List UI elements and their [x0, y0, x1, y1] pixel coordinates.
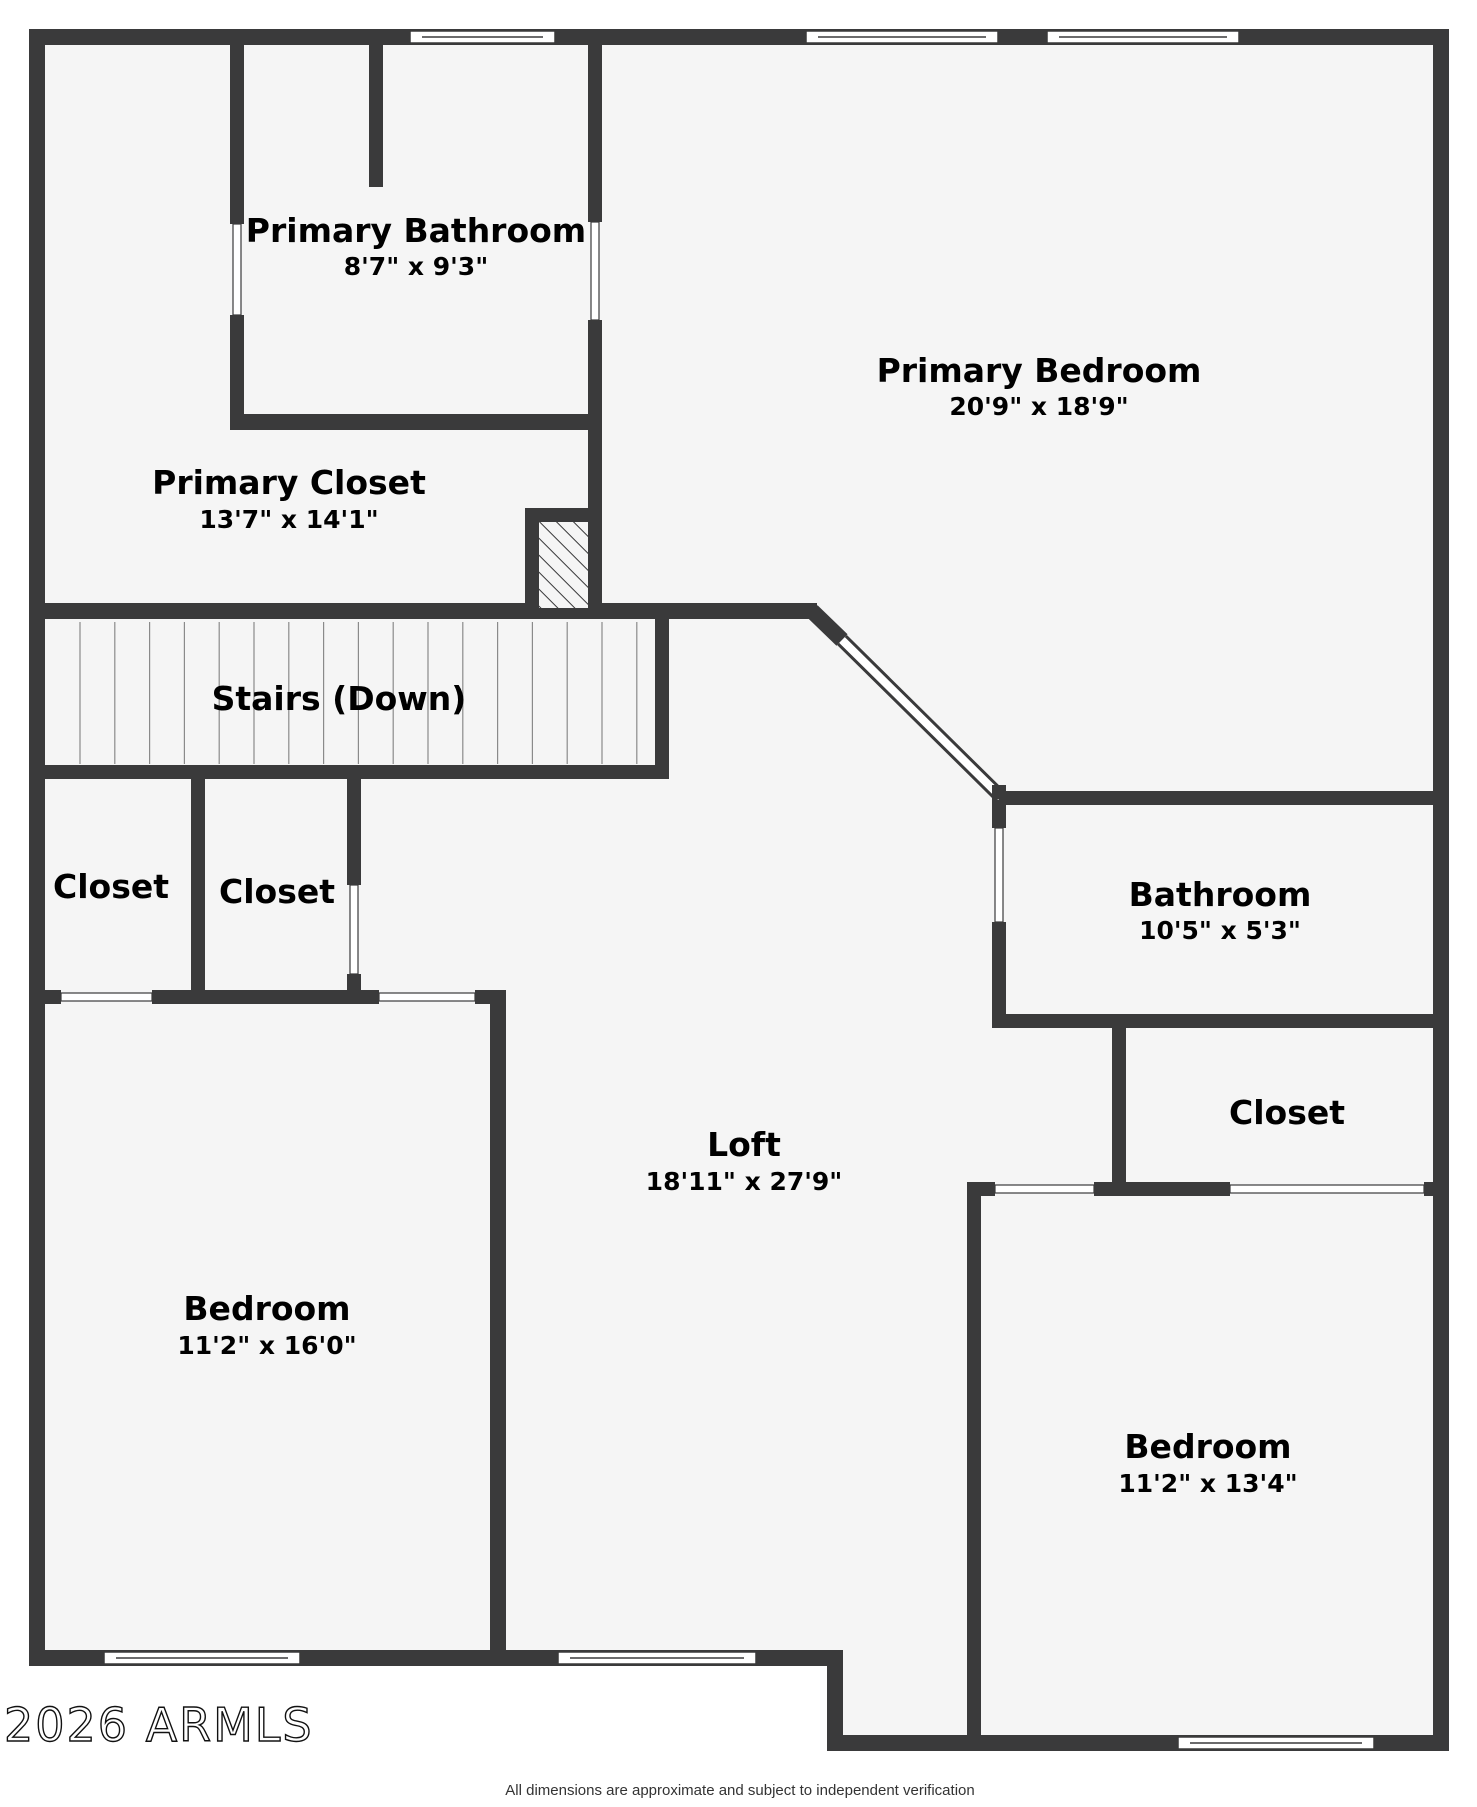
door-right-closet	[1229, 1184, 1425, 1194]
bathroom-wall-bottom	[992, 1014, 1433, 1028]
primary-bedroom-wall-bottom	[992, 791, 1433, 805]
window-bottom-loft	[557, 1651, 757, 1665]
window-bottom-right-bedroom	[1177, 1736, 1375, 1750]
room-dims: 11'2" x 13'4"	[1118, 1469, 1297, 1498]
room-name: Bathroom	[1129, 875, 1312, 914]
door-closet-2	[349, 884, 359, 975]
windows	[103, 30, 1375, 1750]
primary-bathroom-wall-bottom	[230, 414, 602, 430]
room-dims: 10'5" x 5'3"	[1139, 916, 1301, 945]
room-dims: 18'11" x 27'9"	[646, 1167, 843, 1196]
room-labels: Primary Bathroom 8'7" x 9'3" Primary Bed…	[53, 211, 1345, 1498]
right-closet-wall-left	[1112, 1014, 1126, 1196]
room-name: Loft	[707, 1125, 781, 1164]
diagonal-opening	[837, 635, 1006, 802]
door-primary-bathroom-left	[232, 223, 242, 316]
closets-wall-bottom-a	[35, 990, 61, 1004]
room-name: Primary Bedroom	[877, 351, 1202, 390]
door-right-bedroom	[994, 1184, 1095, 1194]
closet-1-wall-right	[191, 779, 205, 1000]
stair-treads	[79, 622, 638, 764]
chase-wall-top	[525, 508, 602, 522]
door-primary-bathroom-right	[590, 221, 600, 321]
room-name: Closet	[219, 872, 335, 911]
right-closet-wall-bottom-c	[1424, 1182, 1433, 1196]
door-bathroom	[994, 827, 1004, 923]
primary-bathroom-wall-left-upper	[230, 38, 244, 224]
stairs-wall-bottom	[35, 765, 669, 779]
outer-wall-left	[29, 29, 45, 1666]
right-bedroom-wall-left	[967, 1182, 981, 1735]
walls	[29, 29, 1449, 1751]
corner-post	[992, 785, 1006, 799]
bathroom-wall-left-lower	[992, 922, 1006, 1028]
window-bottom-left-bedroom	[103, 1651, 301, 1665]
room-name: Bedroom	[1124, 1427, 1291, 1466]
chase-wall-left	[525, 508, 539, 616]
primary-bathroom-wall-right-lower	[588, 320, 602, 616]
room-name: Primary Closet	[152, 463, 426, 502]
window-top-bathroom	[409, 30, 556, 44]
room-name: Stairs (Down)	[212, 679, 467, 718]
room-dims: 20'9" x 18'9"	[949, 392, 1128, 421]
disclaimer: All dimensions are approximate and subje…	[505, 1782, 974, 1799]
room-name: Closet	[1229, 1093, 1345, 1132]
stairs-wall-right	[655, 619, 669, 779]
floor-area	[35, 38, 1443, 1745]
room-dims: 13'7" x 14'1"	[199, 505, 378, 534]
outer-wall-step	[827, 1650, 843, 1751]
closet-2-wall-right-upper	[347, 779, 361, 885]
room-dims: 8'7" x 9'3"	[344, 252, 488, 281]
stairs-wall-top	[35, 603, 817, 619]
primary-bathroom-partition	[369, 38, 383, 187]
room-name: Closet	[53, 867, 169, 906]
closet-2-wall-right-lower	[347, 974, 361, 992]
diagonal-wall-stub	[806, 605, 848, 646]
primary-bathroom-wall-right-upper	[588, 38, 602, 222]
right-closet-wall-bottom-b	[1094, 1182, 1230, 1196]
room-name: Primary Bathroom	[246, 211, 586, 250]
watermark: 2026 ARMLS	[4, 1698, 314, 1752]
window-top-bedroom-2	[1046, 30, 1240, 44]
room-name: Bedroom	[183, 1289, 350, 1328]
door-closet-1-bottom	[60, 992, 153, 1002]
outer-wall-right	[1433, 29, 1449, 1751]
closets-wall-bottom-b	[152, 990, 379, 1004]
primary-bathroom-wall-left-lower	[230, 315, 244, 430]
chase-hatch	[539, 522, 588, 608]
room-dims: 11'2" x 16'0"	[177, 1331, 356, 1360]
left-bedroom-wall-right	[490, 990, 506, 1652]
door-openings	[60, 221, 1425, 1194]
door-left-bedroom	[378, 992, 476, 1002]
window-top-bedroom-1	[805, 30, 999, 44]
